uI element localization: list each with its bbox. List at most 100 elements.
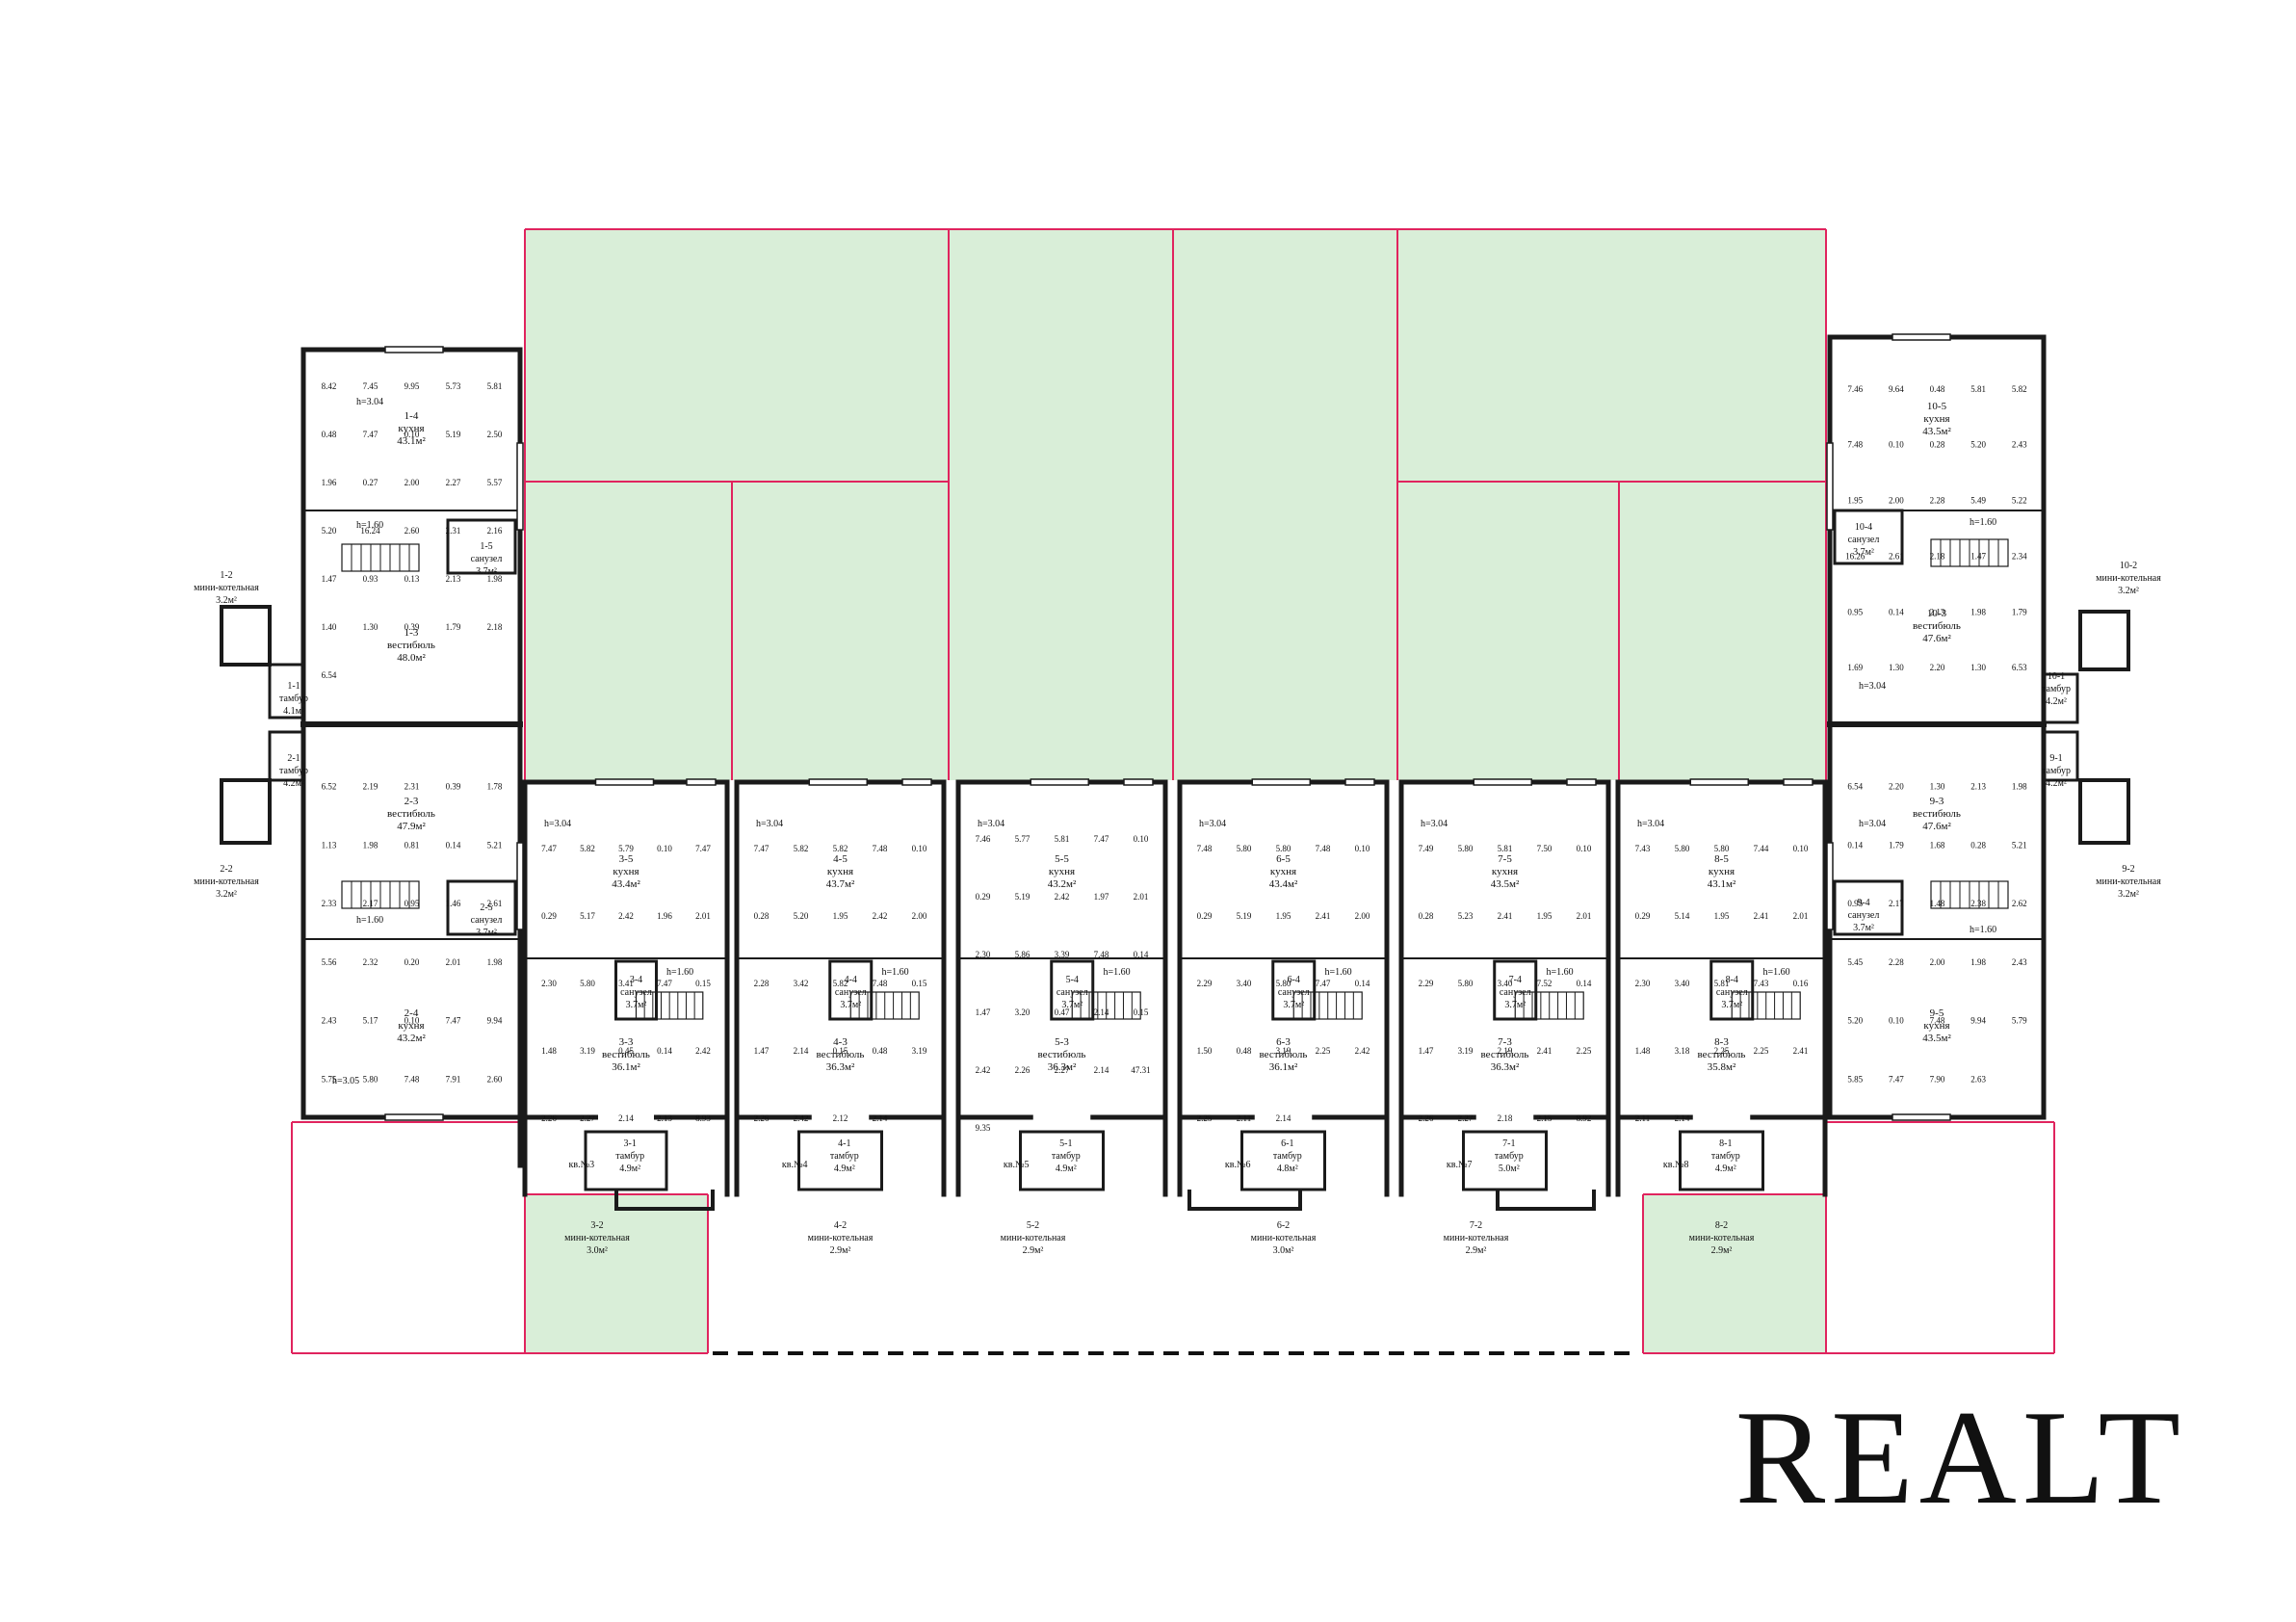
window xyxy=(516,442,524,531)
kitchen-number: 8-5 xyxy=(1714,853,1729,865)
dimension-label: 6.53 xyxy=(2012,663,2027,672)
san-area: 3.7м² xyxy=(1061,1000,1083,1010)
dimension-label: 2.60 xyxy=(487,1074,503,1084)
dimension-label: 0.14 xyxy=(446,840,461,850)
tambur-area: 4.9м² xyxy=(1056,1164,1077,1174)
vest-area: 36.1м² xyxy=(612,1061,640,1073)
dimension-label: 0.29 xyxy=(541,911,557,921)
boiler-area: 3.2м² xyxy=(216,595,237,606)
kitchen-area: 43.5м² xyxy=(1922,1033,1951,1044)
dimension-label: 2.20 xyxy=(1889,782,1904,792)
dimension-label: 0.10 xyxy=(912,844,927,853)
dimension-label: 1.98 xyxy=(363,840,378,850)
dimension-label: 2.43 xyxy=(2012,440,2027,450)
tambur-area: 4.8м² xyxy=(1277,1164,1298,1174)
dimension-label: 1.30 xyxy=(1970,663,1986,672)
window xyxy=(808,778,868,786)
dimension-label: 1.95 xyxy=(1276,911,1292,921)
san-area: 3.7м² xyxy=(1504,1000,1526,1010)
dimension-label: 5.20 xyxy=(1847,1016,1863,1026)
dimension-label: 3.19 xyxy=(580,1046,595,1056)
dimension-label: 5.80 xyxy=(580,979,595,988)
plot-fill xyxy=(732,482,949,780)
vest-number: 9-3 xyxy=(1930,796,1944,807)
dimension-label: 2.42 xyxy=(976,1065,991,1075)
dimension-label: 5.14 xyxy=(1675,911,1690,921)
kitchen-area: 43.5м² xyxy=(1491,878,1520,890)
dimension-label: 5.81 xyxy=(1055,834,1070,844)
window xyxy=(1123,778,1154,786)
dimension-label: 7.48 xyxy=(1197,844,1213,853)
dimension-label: 2.27 xyxy=(580,1113,595,1123)
kitchen-number: 3-5 xyxy=(619,853,634,865)
dimension-label: 2.01 xyxy=(446,957,461,967)
dimension-label: 2.27 xyxy=(446,478,461,487)
dimension-label: 0.10 xyxy=(657,844,672,853)
kitchen-area: 43.2м² xyxy=(1048,878,1077,890)
dimension-label: 0.13 xyxy=(404,574,420,584)
dimension-label: 0.28 xyxy=(1419,911,1434,921)
ceiling-height: h=1.60 xyxy=(1325,967,1352,978)
dimension-label: 2.14 xyxy=(618,1113,634,1123)
dimension-label: 2.14 xyxy=(1675,1113,1690,1123)
san-area: 3.7м² xyxy=(840,1000,861,1010)
dimension-label: 1.79 xyxy=(2012,607,2027,616)
room-labels: 1-4кухня43.1м²1-3вестибюль48.0м²1-5сануз… xyxy=(194,397,2161,1256)
dimension-label: 0.81 xyxy=(404,840,420,850)
dimension-label: 5.80 xyxy=(1276,844,1292,853)
dimension-label: 2.62 xyxy=(2012,899,2027,908)
dimension-label: 7.43 xyxy=(1754,979,1769,988)
dimension-label: 2.17 xyxy=(363,899,378,908)
dimension-label: 2.28 xyxy=(1889,957,1904,967)
dimension-label: 2.32 xyxy=(363,957,378,967)
boiler-name: мини-котельная xyxy=(194,876,259,887)
san-name: санузел xyxy=(1500,987,1531,998)
dimension-label: 2.33 xyxy=(322,899,337,908)
dimension-label: 7.48 xyxy=(404,1074,420,1084)
san-area: 3.7м² xyxy=(476,566,497,577)
kitchen-name: кухня xyxy=(827,866,853,877)
dimension-label: 2.27 xyxy=(1055,1065,1070,1075)
dimension-label: 5.45 xyxy=(1847,957,1863,967)
plot-fill xyxy=(1173,229,1397,780)
vest-number: 8-3 xyxy=(1714,1036,1729,1048)
dimension-label: 0.14 xyxy=(1134,950,1149,959)
kitchen-number: 4-5 xyxy=(833,853,848,865)
tambur-area: 4.9м² xyxy=(1715,1164,1736,1174)
boiler-number: 4-2 xyxy=(834,1220,847,1231)
kitchen-number: 5-5 xyxy=(1055,853,1069,865)
dimension-label: 0.14 xyxy=(1889,607,1904,616)
bath xyxy=(446,518,517,575)
dimension-label: 0.15 xyxy=(912,979,927,988)
dimension-label: 2.41 xyxy=(1316,911,1331,921)
dimension-label: 7.47 xyxy=(657,979,672,988)
vest-name: вестибюль xyxy=(1260,1049,1308,1060)
dimension-label: 0.10 xyxy=(404,430,420,439)
dimension-label: 2.00 xyxy=(912,911,927,921)
bath xyxy=(1833,509,1904,565)
kitchen-number: 10-5 xyxy=(1927,401,1947,412)
window xyxy=(1826,842,1834,930)
dimension-label: 0.29 xyxy=(1197,911,1213,921)
ceiling-height: h=1.60 xyxy=(1970,925,1996,935)
window xyxy=(1251,778,1311,786)
dimension-label: 2.18 xyxy=(487,622,503,632)
dimension-label: 2.00 xyxy=(1930,957,1945,967)
dimension-label: 1.95 xyxy=(1537,911,1552,921)
dimension-label: 5.85 xyxy=(1847,1074,1863,1084)
dimension-label: 7.47 xyxy=(541,844,557,853)
window xyxy=(901,778,932,786)
dimension-label: 2.25 xyxy=(1577,1046,1592,1056)
dimension-label: 2.19 xyxy=(363,782,378,792)
dimension-label: 1.48 xyxy=(1930,899,1945,908)
tambur-name: тамбур xyxy=(2042,766,2071,776)
dimension-label: 3.40 xyxy=(1498,979,1513,988)
dimension-label: 5.23 xyxy=(1458,911,1474,921)
vest-number: 6-3 xyxy=(1276,1036,1291,1048)
dimension-label: 3.20 xyxy=(1015,1007,1031,1017)
kitchen-number: 6-5 xyxy=(1276,853,1291,865)
dimension-label: 3.40 xyxy=(1237,979,1252,988)
dimension-label: 1.46 xyxy=(446,899,461,908)
boiler-name: мини-котельная xyxy=(1251,1233,1317,1243)
dimension-label: 0.29 xyxy=(976,892,991,902)
